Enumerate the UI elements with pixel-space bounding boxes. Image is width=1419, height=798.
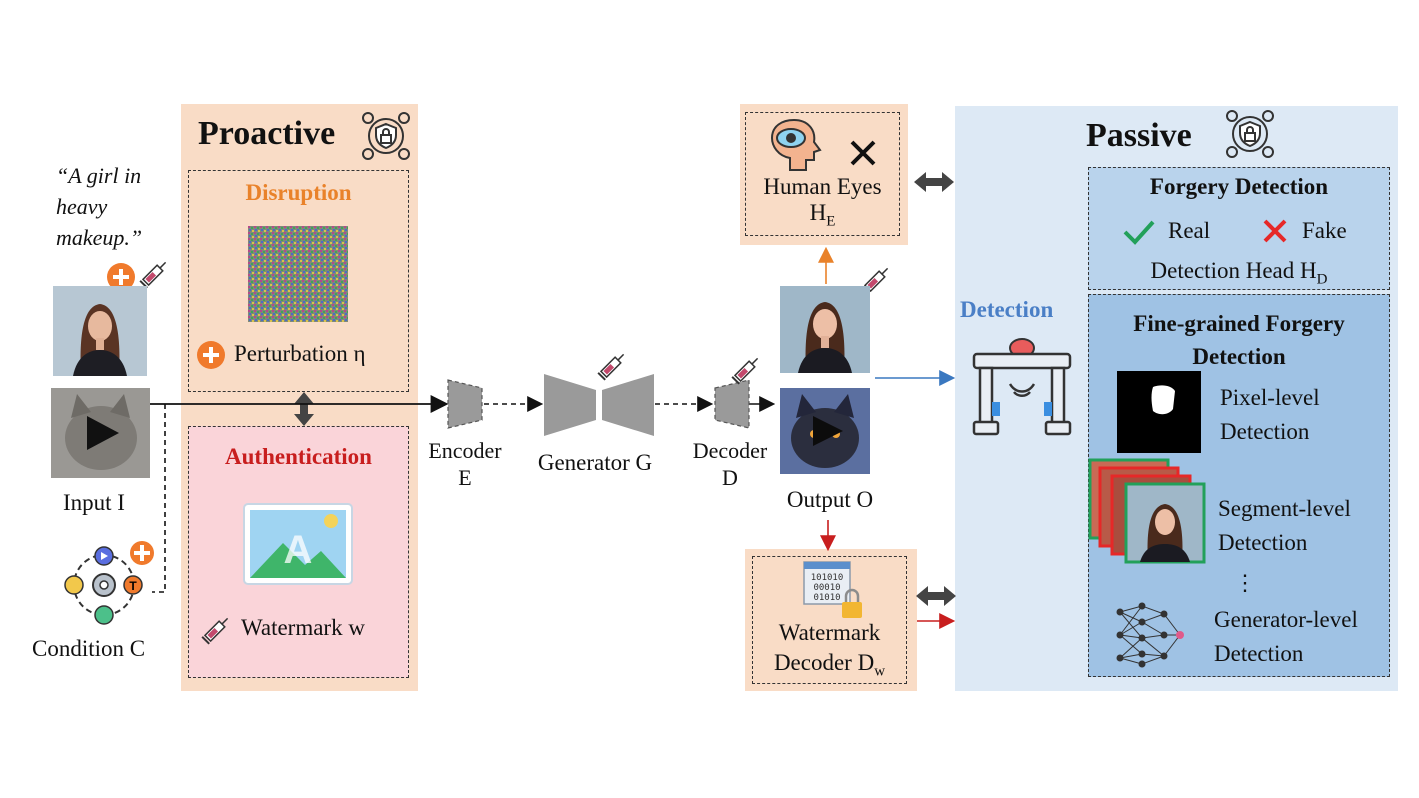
watermark-label: Watermark w: [241, 615, 365, 640]
decoder-label: Decoder D: [684, 437, 776, 491]
image-icon: A: [243, 503, 353, 585]
encoder-shape: [447, 379, 483, 429]
neural-network-icon: [1116, 602, 1184, 668]
lock-shield-icon: [1226, 110, 1274, 158]
generator-level-label: Generator-level Detection: [1214, 603, 1358, 671]
human-eyes-box: [745, 112, 900, 236]
encoder-label-line: Encoder: [428, 438, 502, 463]
check-icon: [1123, 220, 1155, 245]
human-eyes-label: Human Eyes HE: [745, 174, 900, 235]
svg-text:00010: 00010: [813, 583, 840, 593]
prompt-line: makeup.”: [56, 225, 143, 250]
pixel-level-line: Pixel-level: [1220, 385, 1320, 410]
plus-icon: [197, 341, 225, 369]
double-arrow-vertical: [294, 392, 314, 426]
human-eyes-text: Human Eyes: [763, 174, 882, 199]
segment-level-line: Detection: [1218, 530, 1308, 555]
generator-label: Generator G: [537, 450, 653, 475]
x-mark-icon: [850, 140, 876, 166]
watermark-decoder-line: Watermark: [778, 620, 881, 645]
output-portrait-image: [780, 286, 870, 373]
segment-level-line: Segment-level: [1218, 496, 1351, 521]
watermark-decoder-box: [752, 556, 907, 684]
decoder-label-line: D: [722, 465, 738, 490]
syringe-icon: [597, 353, 625, 381]
forgery-detection-box: [1088, 167, 1390, 290]
human-eyes-panel: [740, 104, 908, 245]
fake-label: Fake: [1302, 218, 1347, 243]
more-ellipsis: ⋮: [1234, 570, 1256, 595]
fine-grained-title-line: Detection: [1192, 344, 1286, 369]
syringe-icon: [201, 617, 229, 645]
x-mark-icon: [1263, 219, 1287, 243]
output-video-thumbnail: [780, 388, 870, 474]
passive-title: Passive: [1086, 117, 1192, 154]
input-video-thumbnail: [51, 388, 150, 478]
watermark-decoder-symbol: Decoder Dw: [773, 650, 886, 680]
detection-head-label: Detection Head HD: [1150, 258, 1328, 288]
pixel-level-label: Pixel-level Detection: [1220, 381, 1320, 449]
plus-icon: [107, 263, 135, 291]
binary-lock-icon: 101010 00010 01010: [803, 561, 862, 618]
double-arrow-horizontal: [914, 172, 954, 192]
decoder-label-line: Decoder: [692, 438, 768, 463]
generator-level-line: Generator-level: [1214, 607, 1358, 632]
gear-icon: T: [64, 541, 154, 625]
svg-text:01010: 01010: [813, 593, 840, 603]
prompt-line: heavy: [56, 194, 108, 219]
disruption-title: Disruption: [245, 180, 352, 205]
fine-grained-title-line: Fine-grained Forgery: [1133, 311, 1345, 336]
human-eyes-symbol: HE: [809, 200, 836, 230]
encoder-label: Encoder E: [420, 437, 510, 491]
svg-text:A: A: [284, 528, 313, 572]
segment-frames-image: [1088, 458, 1206, 564]
portrait-image: [53, 286, 147, 376]
lock-shield-icon: [362, 112, 410, 160]
perturbation-label: Perturbation η: [234, 341, 366, 366]
condition-label: Condition C: [32, 636, 146, 661]
prompt-quote: “A girl in heavy makeup.”: [56, 160, 142, 253]
double-arrow-horizontal: [916, 586, 956, 606]
generator-shape: [544, 374, 654, 436]
fine-grained-title: Fine-grained Forgery Detection: [1088, 307, 1390, 373]
segment-level-label: Segment-level Detection: [1218, 492, 1351, 560]
proactive-title: Proactive: [198, 115, 336, 152]
noise-perturbation-image: [248, 226, 348, 322]
svg-text:T: T: [129, 579, 137, 593]
pixel-mask-image: [1117, 371, 1201, 453]
prompt-line: “A girl in: [56, 163, 142, 188]
syringe-icon: [731, 357, 759, 385]
encoder-label-line: E: [458, 465, 472, 490]
real-label: Real: [1168, 218, 1211, 243]
generator-level-line: Detection: [1214, 641, 1304, 666]
pixel-level-line: Detection: [1220, 419, 1310, 444]
detection-label: Detection: [960, 297, 1054, 322]
authentication-title: Authentication: [225, 444, 372, 469]
input-label: Input I: [63, 490, 125, 515]
svg-text:101010: 101010: [811, 573, 844, 583]
watermark-decoder-label: Watermark Decoder Dw: [752, 618, 907, 687]
eye-head-icon: [770, 118, 822, 171]
output-label: Output O: [786, 487, 874, 512]
detector-gate-icon: [972, 338, 1072, 436]
forgery-detection-title: Forgery Detection: [1149, 174, 1329, 199]
disruption-box: [188, 170, 409, 392]
